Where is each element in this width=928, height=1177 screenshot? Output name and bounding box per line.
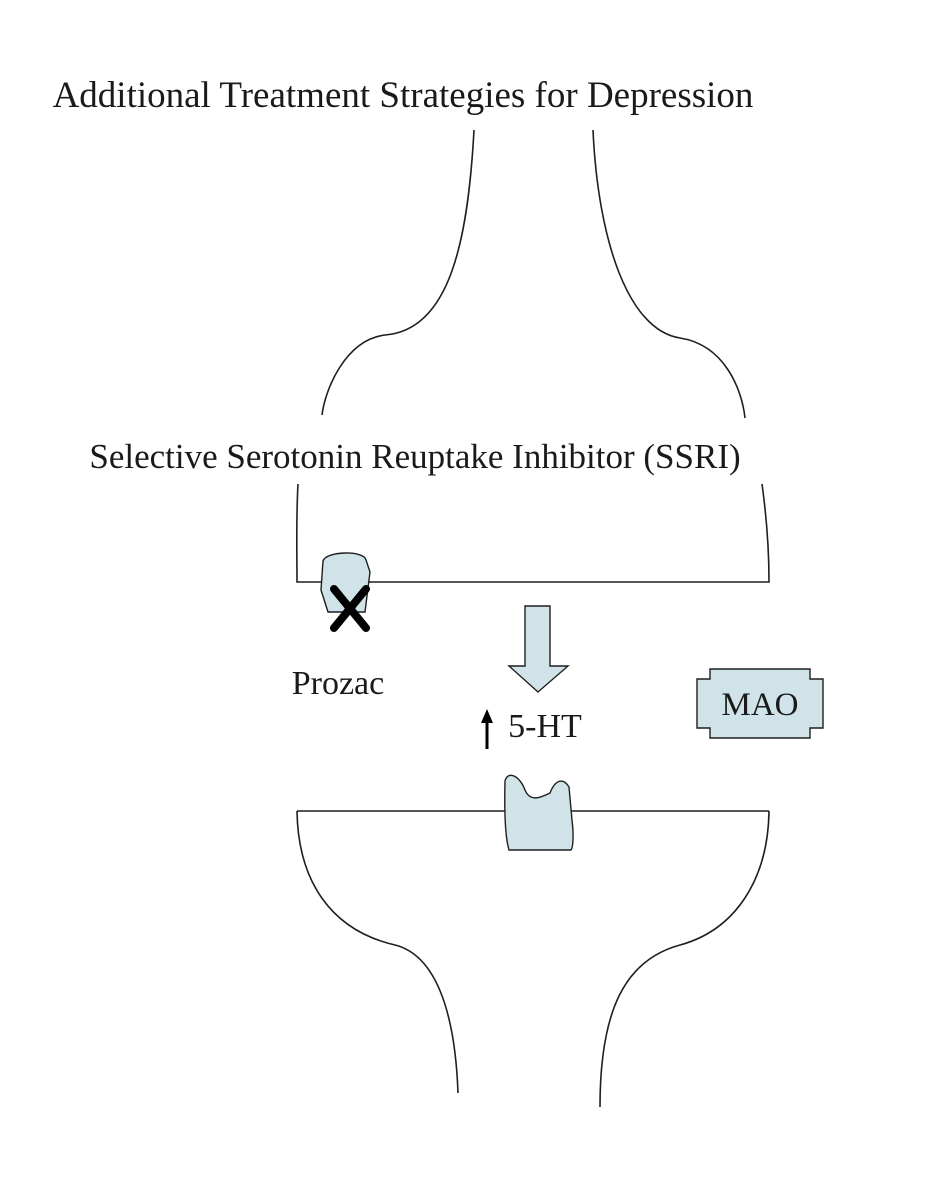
presynaptic-terminal-outline — [295, 129, 770, 583]
up-arrow-icon — [481, 709, 493, 749]
mao-enzyme: MAO — [696, 668, 824, 739]
diagram-title: Additional Treatment Strategies for Depr… — [53, 75, 754, 116]
serotonin-label: 5-HT — [508, 708, 582, 745]
postsynaptic-terminal-outline — [296, 810, 770, 1108]
mao-shape — [696, 668, 824, 739]
down-arrow-icon — [507, 605, 570, 693]
mao-label: MAO — [721, 687, 798, 723]
diagram-subtitle: Selective Serotonin Reuptake Inhibitor (… — [89, 437, 740, 476]
x-mark-icon — [330, 585, 370, 632]
serotonin-receptor — [504, 774, 574, 851]
prozac-label: Prozac — [292, 665, 385, 702]
